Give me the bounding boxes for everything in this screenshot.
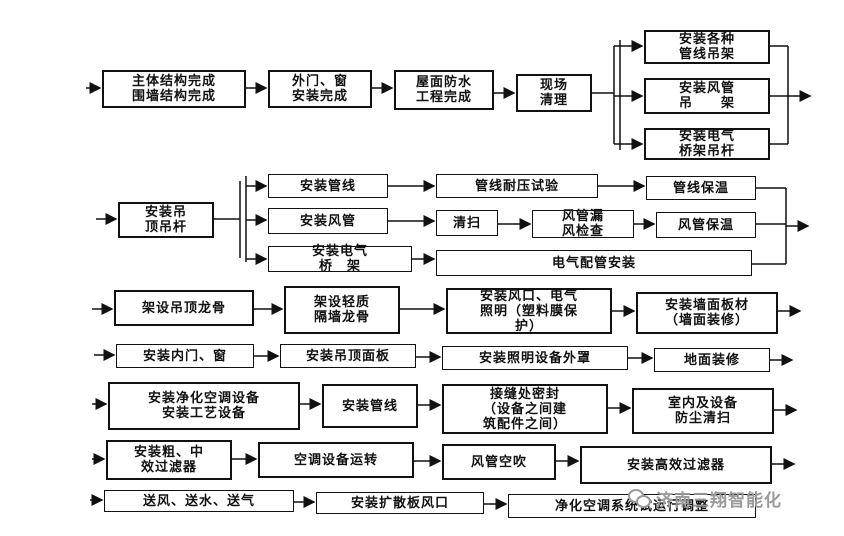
- step-duct-hangers: 安装风管 吊 架: [644, 78, 770, 114]
- step-coarse-medium-filters: 安装粗、中 效过滤器: [106, 440, 232, 480]
- step-install-pipelines: 安装管线: [268, 174, 388, 198]
- step-dust-cleaning: 室内及设备 防尘清扫: [632, 388, 774, 434]
- wechat-icon: [628, 489, 651, 508]
- step-pipe-hangers: 安装各种 管线吊架: [644, 30, 770, 64]
- step-diffuser-vents: 安装扩散板风口: [316, 492, 484, 514]
- step-floor-finishing: 地面装修: [654, 348, 770, 372]
- step-duct-insulation: 风管保温: [656, 212, 756, 238]
- step-install-cable-tray: 安装电气 桥 架: [268, 244, 412, 274]
- step-partition-keel: 架设轻质 隔墙龙骨: [284, 286, 400, 334]
- step-electrical-conduit: 电气配管安装: [436, 250, 752, 276]
- step-hvac-process-equipment: 安装净化空调设备 安装工艺设备: [108, 382, 300, 430]
- step-cable-tray-rods: 安装电气 桥架吊杆: [644, 128, 770, 160]
- step-hvac-run: 空调设备运转: [258, 442, 414, 478]
- step-main-structure-complete: 主体结构完成 围墙结构完成: [102, 70, 246, 108]
- step-supply-air-water-gas: 送风、送水、送气: [104, 490, 294, 512]
- step-ceiling-keel: 架设吊顶龙骨: [114, 290, 254, 326]
- step-pipeline-pressure-test: 管线耐压试验: [436, 174, 598, 198]
- step-install-ducts: 安装风管: [268, 208, 388, 234]
- step-duct-blowing: 风管空吹: [442, 444, 556, 480]
- step-inner-doors-windows: 安装内门、窗: [116, 344, 254, 368]
- step-cleaning: 清扫: [436, 210, 498, 236]
- step-joint-sealing: 接缝处密封 （设备之间建 筑配件之间）: [442, 384, 608, 434]
- step-site-cleanup: 现场 清理: [516, 74, 592, 112]
- step-hepa-filters: 安装高效过滤器: [580, 446, 772, 484]
- step-wall-panels: 安装墙面板材 （墙面装修）: [636, 292, 778, 334]
- step-doors-windows-installed: 外门、窗 安装完成: [268, 70, 372, 108]
- step-lighting-covers: 安装照明设备外罩: [442, 346, 628, 370]
- step-ceiling-hanger-rods: 安装吊 顶吊杆: [118, 202, 214, 238]
- step-system-trial-run: 净化空调系统试运行调整: [508, 494, 756, 518]
- step-install-pipelines-2: 安装管线: [322, 384, 418, 428]
- step-ceiling-panels: 安装吊顶面板: [280, 344, 416, 368]
- step-roof-waterproofing-complete: 屋面防水 工程完成: [394, 70, 494, 110]
- step-pipeline-insulation: 管线保温: [646, 176, 756, 200]
- watermark-text: 济南三翔智能化: [656, 490, 782, 511]
- watermark: 济南三翔智能化: [628, 486, 828, 511]
- step-vents-lighting: 安装风口、电气 照明（塑料膜保 护）: [446, 288, 612, 334]
- step-duct-leak-check: 风管漏 风检查: [532, 209, 634, 239]
